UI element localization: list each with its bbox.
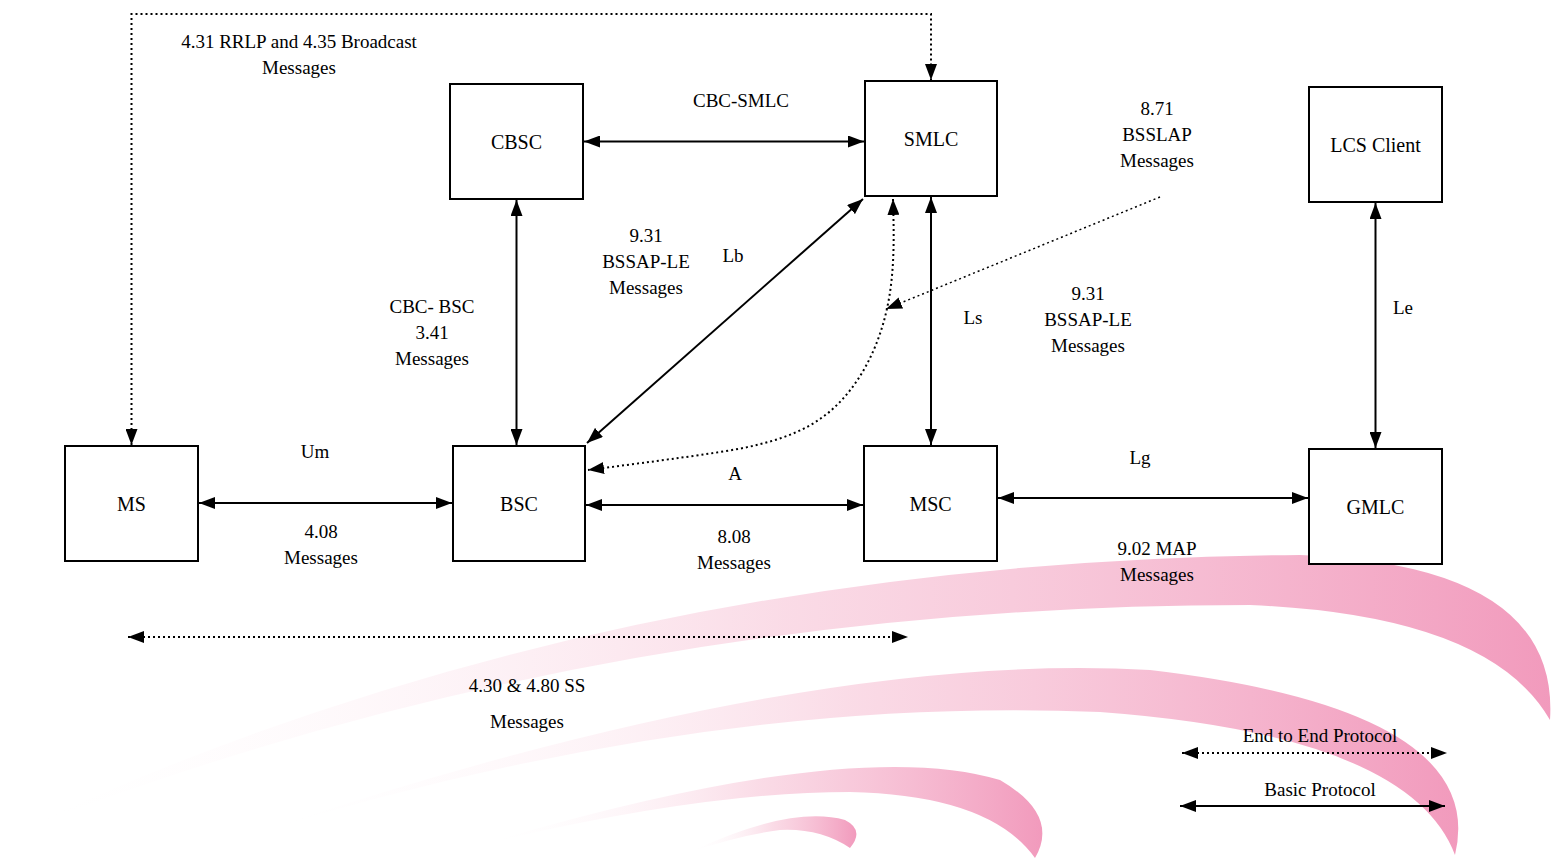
message-label: 4.30 & 4.80 SS Messages (467, 668, 587, 740)
node-label: SMLC (904, 127, 958, 151)
interface-label: 4.31 RRLP and 4.35 Broadcast Messages (149, 29, 449, 81)
message-label: 4.08 Messages (276, 519, 366, 571)
legend-text: End to End Protocol (1243, 723, 1398, 749)
message-label: 9.31 BSSAP-LE Messages (1038, 281, 1138, 359)
interface-connector (587, 199, 863, 443)
interface-label: CBC- BSC 3.41 Messages (382, 294, 482, 372)
dotted-connector (588, 199, 894, 470)
node-label: LCS Client (1330, 133, 1421, 157)
interface-connector (199, 502, 452, 504)
dotted-connector (132, 14, 932, 445)
node-label: GMLC (1347, 495, 1405, 519)
interface-label: CBC-SMLC (661, 88, 821, 114)
message-label: 9.31 BSSAP-LE Messages (596, 223, 696, 301)
network-element-box: BSC (452, 445, 586, 562)
interface-connector (516, 200, 518, 445)
node-label: MS (117, 492, 146, 516)
interface-label: Um (285, 439, 345, 465)
network-element-box: LCS Client (1308, 86, 1443, 203)
message-label: 9.02 MAP Messages (1107, 536, 1207, 588)
interface-connector (998, 497, 1308, 499)
network-element-box: SMLC (864, 80, 998, 197)
interface-connector (930, 197, 932, 445)
interface-label: A (715, 461, 755, 487)
network-element-box: GMLC (1308, 448, 1443, 565)
node-label: BSC (500, 492, 538, 516)
bsslap-leader (886, 197, 1160, 309)
interface-connector (586, 504, 863, 506)
network-element-box: MSC (863, 445, 998, 562)
ss-messages-arrow (128, 636, 908, 638)
message-label: 8.08 Messages (689, 524, 779, 576)
node-label: CBSC (491, 130, 542, 154)
legend-solid-sample (1180, 805, 1445, 807)
node-label: MSC (909, 492, 951, 516)
legend-text: Basic Protocol (1264, 777, 1375, 803)
network-element-box: CBSC (449, 83, 584, 200)
swoosh-band (690, 816, 856, 852)
swoosh-band (480, 767, 1042, 858)
message-label: 8.71 BSSLAP Messages (1112, 96, 1202, 174)
swoosh-band (250, 668, 1458, 855)
interface-label: Ls (943, 305, 1003, 331)
legend-dotted-sample (1182, 752, 1447, 754)
interface-label: Lg (1110, 445, 1170, 471)
interface-label: Lb (703, 243, 763, 269)
interface-connector (584, 141, 864, 143)
interface-connector (1375, 203, 1377, 448)
interface-label: Le (1373, 295, 1433, 321)
network-element-box: MS (64, 445, 199, 562)
